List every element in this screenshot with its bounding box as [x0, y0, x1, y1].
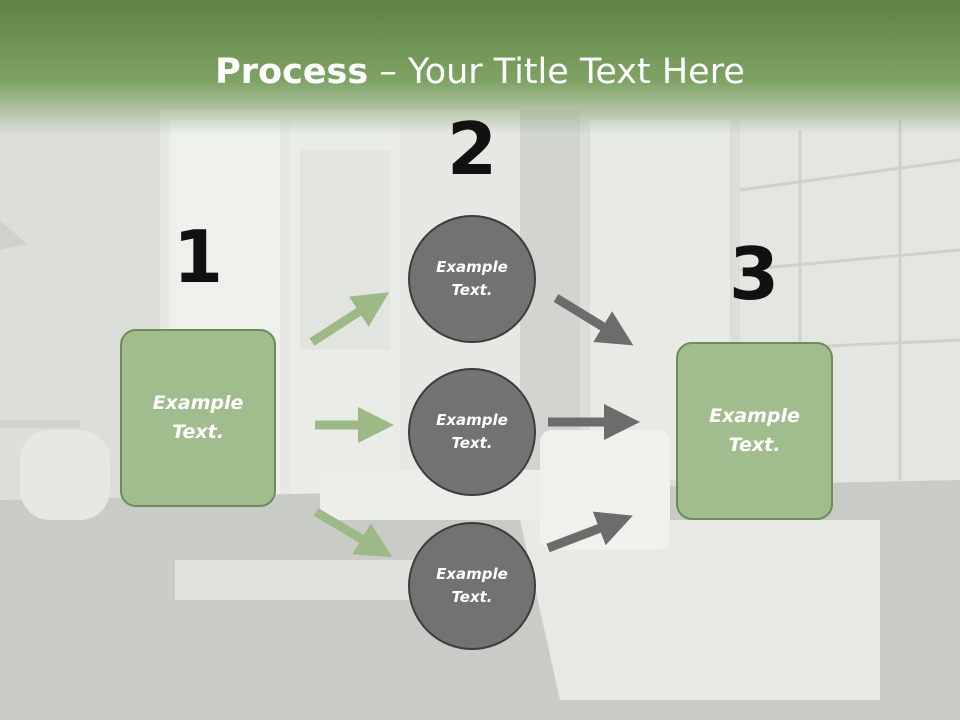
- step-3-line2: Text.: [728, 434, 781, 456]
- circle-3-line2: Text.: [451, 588, 493, 606]
- circle-1-line1: Example: [436, 258, 508, 276]
- step-3-box: Example Text.: [676, 342, 833, 520]
- slide-title: Process – Your Title Text Here: [0, 52, 960, 92]
- circle-3-line1: Example: [436, 565, 508, 583]
- header-band: [0, 0, 960, 135]
- circle-3: Example Text.: [408, 522, 536, 650]
- circle-1: Example Text.: [408, 215, 536, 343]
- circle-2-line1: Example: [436, 411, 508, 429]
- step-1-box: Example Text.: [120, 329, 276, 507]
- step-1-line1: Example: [152, 392, 244, 414]
- step-number-3: 3: [728, 232, 780, 316]
- circle-2-line2: Text.: [451, 434, 493, 452]
- step-3-line1: Example: [709, 405, 800, 427]
- arrow-to-circle-3: [313, 508, 393, 558]
- circle-2: Example Text.: [408, 368, 536, 496]
- arrow-to-circle-1: [309, 292, 390, 346]
- circle-1-line2: Text.: [451, 281, 493, 299]
- title-rest: – Your Title Text Here: [368, 52, 745, 92]
- step-number-1: 1: [172, 215, 224, 299]
- arrow-from-circle-3: [546, 511, 633, 553]
- arrow-from-circle-1: [553, 294, 634, 346]
- step-1-line2: Text.: [172, 421, 224, 443]
- step-number-2: 2: [446, 107, 498, 191]
- title-bold: Process: [215, 52, 369, 92]
